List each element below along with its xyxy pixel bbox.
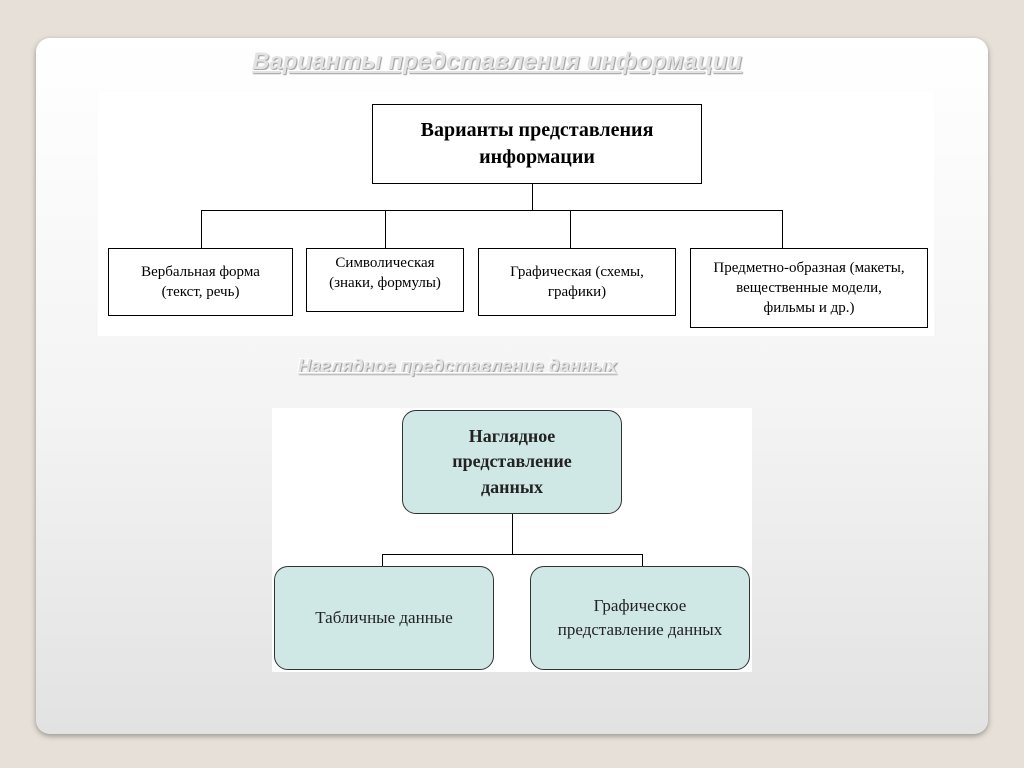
node-symbolic: Символическая (знаки, формулы) (306, 248, 464, 312)
node-symbolic-label: Символическая (знаки, формулы) (329, 255, 441, 292)
connector2-child-2 (642, 554, 643, 566)
connector-horizontal (201, 210, 783, 211)
node-object-label: Предметно-образная (макеты, вещественные… (713, 259, 905, 317)
diagram-information-forms: Варианты представления информации Вербал… (98, 92, 934, 336)
slide-subtitle: Наглядное представление данных (298, 356, 617, 376)
connector-root-down (532, 184, 533, 210)
slide-title: Варианты представления информации (252, 48, 742, 75)
node-object: Предметно-образная (макеты, вещественные… (690, 248, 928, 328)
root-node: Варианты представления информации (372, 104, 702, 184)
connector-child-2 (385, 210, 386, 248)
connector-child-3 (570, 210, 571, 248)
diagram-visual-data: Наглядное представление данных Табличные… (272, 408, 752, 672)
node-graphic-label: Графическая (схемы, графики) (510, 263, 644, 300)
node-table-data: Табличные данные (274, 566, 494, 670)
connector2-horizontal (382, 554, 642, 555)
root-node-label: Варианты представления информации (420, 119, 654, 168)
root-node-visual: Наглядное представление данных (402, 410, 622, 514)
node-verbal: Вербальная форма (текст, речь) (108, 248, 293, 316)
node-graphic-data-label: Графическое представление данных (557, 596, 723, 639)
connector-child-1 (201, 210, 202, 248)
connector-child-4 (782, 210, 783, 248)
node-verbal-label: Вербальная форма (текст, речь) (141, 263, 260, 300)
node-table-data-label: Табличные данные (315, 608, 453, 628)
node-graphic: Графическая (схемы, графики) (478, 248, 676, 316)
connector2-root-down (512, 514, 513, 554)
root-node-visual-label: Наглядное представление данных (452, 426, 572, 497)
node-graphic-data: Графическое представление данных (530, 566, 750, 670)
connector2-child-1 (382, 554, 383, 566)
